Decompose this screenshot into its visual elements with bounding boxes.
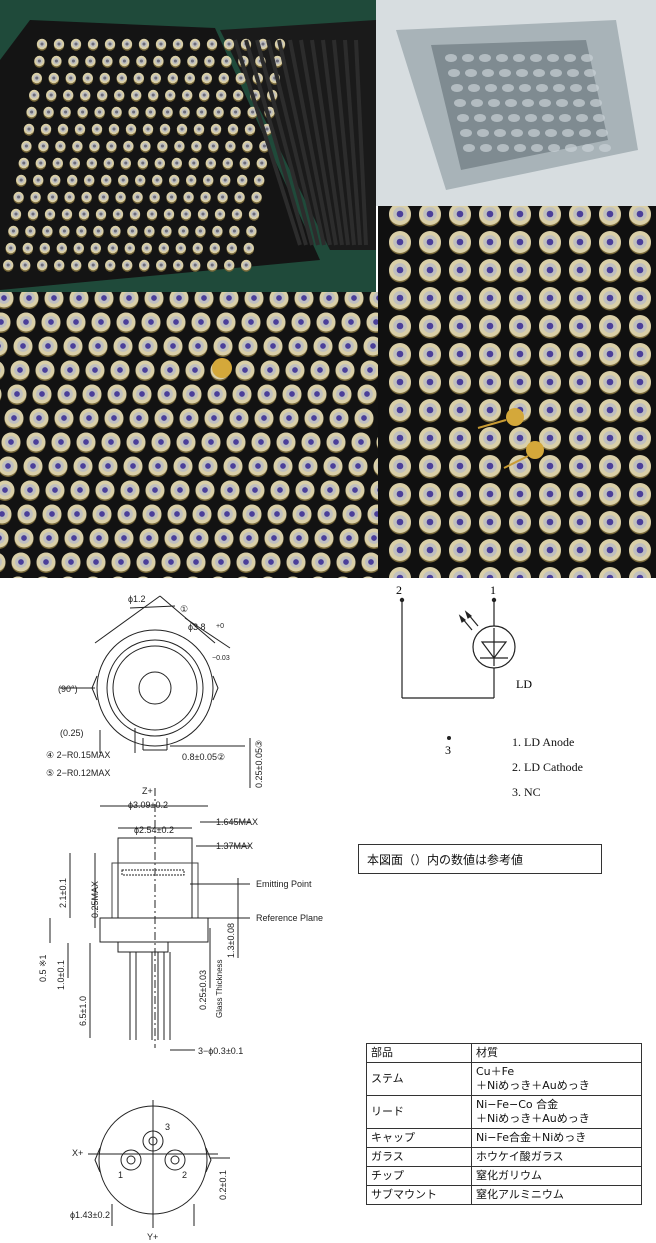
- material-spec-cell: Ni−Fe−Co 合金＋Niめっき＋Auめっき: [471, 1095, 642, 1129]
- dim-0-25-ref: (0.25): [60, 728, 84, 738]
- bottom-pin-2: 2: [182, 1170, 187, 1180]
- dim-phi-3-8-tol-minus: −0.03: [212, 655, 230, 662]
- side-view-drawing: [49, 788, 250, 1051]
- material-spec-cell: 窒化ガリウム: [471, 1166, 642, 1186]
- materials-row: ガラスホウケイ酸ガラス: [366, 1147, 642, 1167]
- schematic-ld-label: LD: [516, 677, 532, 691]
- dim-0-8: 0.8±0.05②: [182, 752, 225, 762]
- dim-phi-3-8: ϕ3.8: [188, 622, 206, 632]
- material-part-cell: サブマウント: [366, 1185, 472, 1205]
- material-spec-cell: 窒化アルミニウム: [471, 1185, 642, 1205]
- material-spec-cell: 材質: [471, 1043, 642, 1063]
- ld-schematic: [401, 600, 516, 699]
- vacuum-bag-photo: [376, 0, 656, 206]
- circled-1-label: ①: [180, 604, 188, 614]
- dim-phi-2-54: ϕ2.54±0.2: [134, 825, 174, 835]
- dim-pin-diameter: 3−ϕ0.3±0.1: [198, 1046, 243, 1056]
- material-spec-cell: ホウケイ酸ガラス: [471, 1147, 642, 1167]
- schematic-pin-1: 1: [490, 583, 496, 597]
- pin-assignment-3: 3. NC: [512, 785, 541, 799]
- dim-0-25-3: 0.25±0.05③: [254, 740, 264, 788]
- dim-angle-90: (90°): [58, 684, 78, 694]
- technical-drawing-sheet: ϕ1.2 ① ϕ3.8 +0 −0.03 (90°) (0.25) ④ 2−R0…: [0, 578, 656, 1243]
- dim-1-3: 1.3±0.08: [226, 923, 236, 958]
- dim-phi-3-09: ϕ3.09±0.2: [128, 800, 168, 810]
- dim-1-0: 1.0±0.1: [56, 960, 66, 990]
- label-emitting-point: Emitting Point: [256, 879, 312, 889]
- material-spec-cell: Ni−Fe合金＋Niめっき: [471, 1128, 642, 1148]
- material-part-cell: キャップ: [366, 1128, 472, 1148]
- reference-value-note: 本図面（）内の数値は参考値: [358, 844, 602, 874]
- pin-assignment-list: 1. LD Anode 2. LD Cathode 3. NC: [512, 730, 583, 805]
- axis-x-plus: X+: [72, 1148, 83, 1158]
- pin-assignment-1: 1. LD Anode: [512, 735, 575, 749]
- dim-2-1: 2.1±0.1: [58, 878, 68, 908]
- material-part-cell: チップ: [366, 1166, 472, 1186]
- dim-1-37max: 1.37MAX: [216, 841, 253, 851]
- material-part-cell: ステム: [366, 1062, 472, 1096]
- materials-header-row: 部品材質: [366, 1043, 642, 1063]
- schematic-pin-3: 3: [445, 743, 451, 757]
- bottom-pin-1: 1: [118, 1170, 123, 1180]
- dim-r0-12: ⑤ 2−R0.12MAX: [46, 768, 110, 778]
- tray-photo: [0, 0, 376, 292]
- dim-phi-1-2: ϕ1.2: [128, 594, 146, 604]
- tray-closeup-right: [378, 206, 656, 578]
- label-reference-plane: Reference Plane: [256, 913, 323, 923]
- label-glass-thickness: Glass Thickness: [215, 959, 224, 1018]
- dim-0-25max: 0.25MAX: [90, 881, 100, 918]
- pin-assignment-2: 2. LD Cathode: [512, 760, 583, 774]
- dim-0-25-glass: 0.25±0.03: [198, 970, 208, 1010]
- bottom-view-drawing: [88, 1100, 230, 1228]
- dim-6-5: 6.5±1.0: [78, 996, 88, 1026]
- dim-phi-1-43: ϕ1.43±0.2: [70, 1210, 110, 1220]
- top-view-drawing: [60, 595, 251, 788]
- bottom-pin-3: 3: [165, 1122, 170, 1132]
- schematic-pin-2: 2: [396, 583, 402, 597]
- axis-y-plus: Y+: [147, 1232, 158, 1242]
- axis-z-plus: Z+: [142, 786, 153, 796]
- material-spec-cell: Cu＋Fe＋Niめっき＋Auめっき: [471, 1062, 642, 1096]
- tray-closeup-left: [0, 292, 378, 578]
- material-part-cell: リード: [366, 1095, 472, 1129]
- dim-r0-15: ④ 2−R0.15MAX: [46, 750, 110, 760]
- dim-1-645max: 1.645MAX: [216, 817, 258, 827]
- material-part-cell: ガラス: [366, 1147, 472, 1167]
- material-part-cell: 部品: [366, 1043, 472, 1063]
- dim-phi-3-8-tol-plus: +0: [216, 623, 224, 630]
- dim-0-2: 0.2±0.1: [218, 1170, 228, 1200]
- dim-0-5: 0.5 ※1: [38, 954, 48, 982]
- materials-row: チップ窒化ガリウム: [366, 1166, 642, 1186]
- materials-row: サブマウント窒化アルミニウム: [366, 1185, 642, 1205]
